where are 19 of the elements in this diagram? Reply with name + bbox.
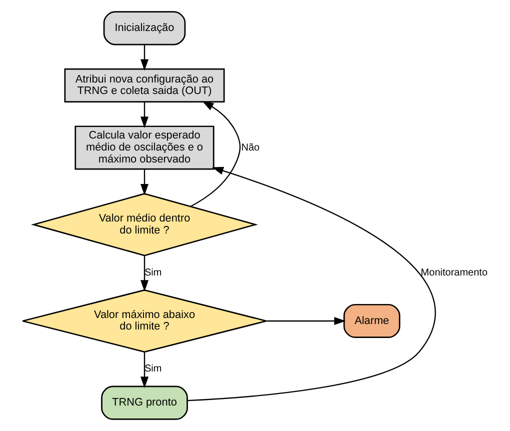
arrow — [140, 256, 149, 292]
arrow — [187, 166, 436, 402]
arrow — [266, 316, 346, 326]
edge-label: Monitoramento — [420, 267, 488, 278]
node-diamond: Valor médio dentro do limite ? — [31, 192, 258, 256]
node-box: Atribui nova configuração ao TRNG e coleta saida (OUT) — [64, 68, 225, 102]
node-box: TRNG pronto — [101, 386, 188, 420]
node-diamond: Valor máximo abaixo do limite ? — [22, 289, 268, 353]
edge-label: Sim — [144, 267, 162, 278]
arrow — [140, 44, 149, 71]
edge-label: Sim — [144, 364, 162, 375]
arrow — [140, 352, 149, 388]
node-box: Calcula valor esperado médio de oscilações e o máximo observado — [74, 126, 214, 170]
node-box: Alarme — [343, 304, 400, 338]
arrow — [190, 101, 241, 207]
arrow — [140, 169, 149, 196]
arrow — [140, 102, 149, 128]
edge-label: Não — [241, 142, 260, 154]
node-box: Inicialização — [103, 11, 186, 46]
